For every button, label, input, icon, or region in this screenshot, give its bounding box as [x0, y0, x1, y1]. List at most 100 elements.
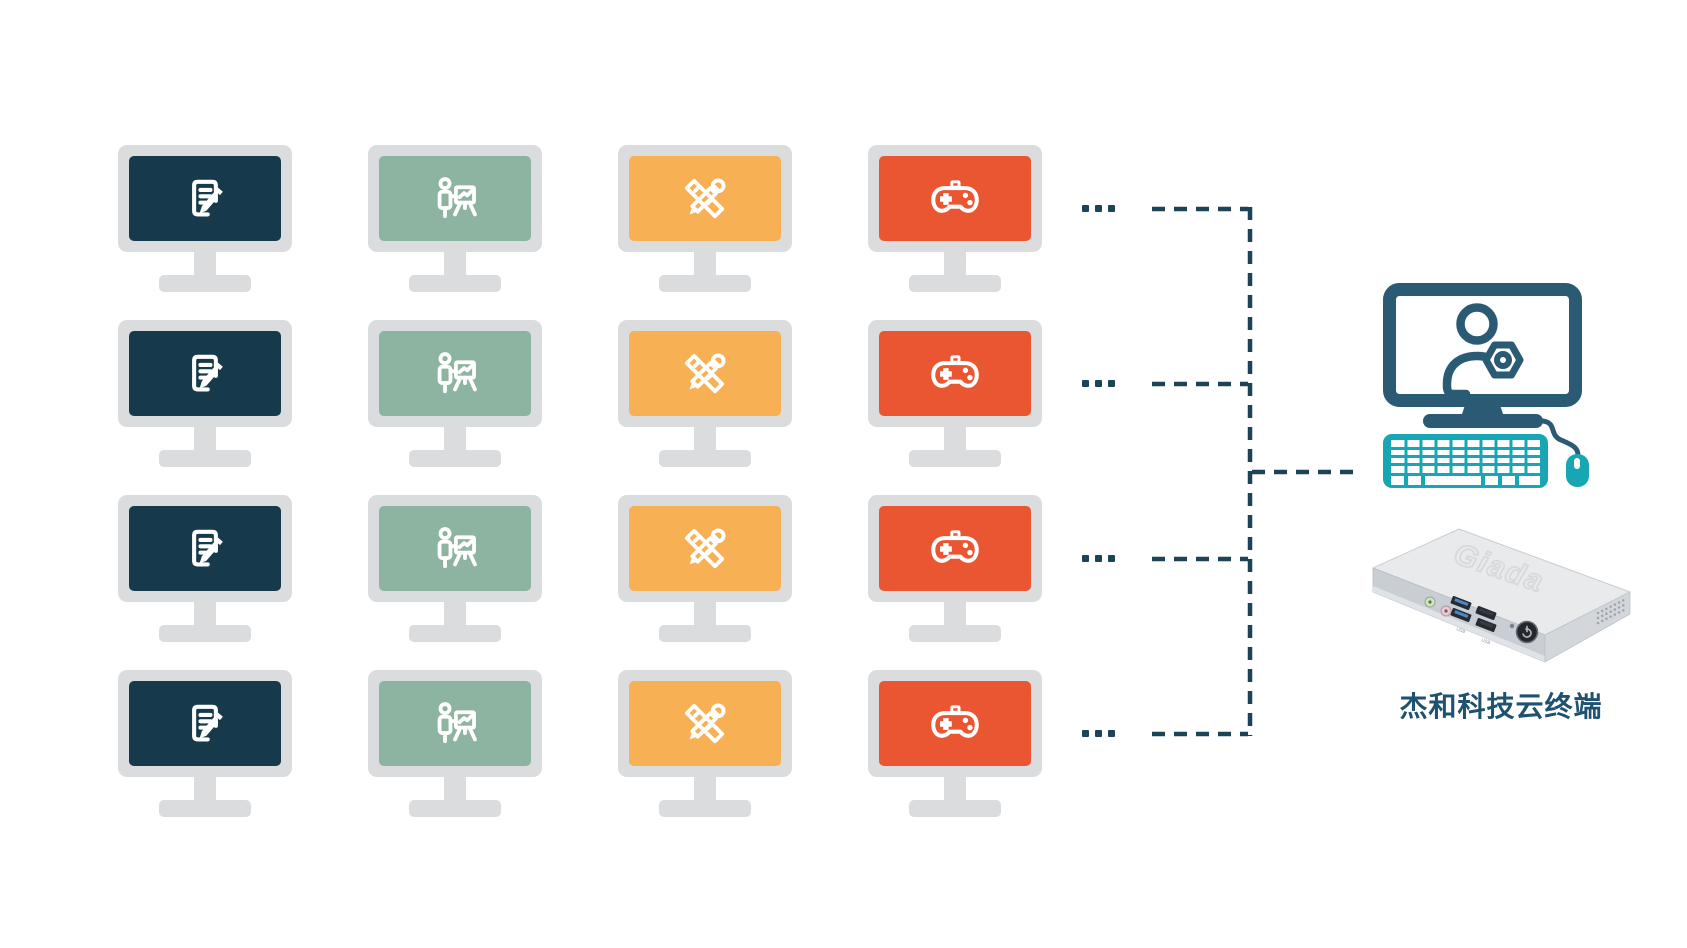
- monitor-stand-neck: [194, 251, 216, 278]
- document-edit-icon: [176, 170, 234, 228]
- monitor-stand-base: [159, 625, 251, 642]
- monitor-bezel: [118, 670, 292, 777]
- gamepad-icon: [926, 170, 984, 228]
- monitor-bezel: [118, 145, 292, 252]
- workstation-grid: [118, 145, 1048, 820]
- monitor-screen: [879, 331, 1031, 416]
- monitor-stand-base: [659, 275, 751, 292]
- design-workstation-monitor: [618, 145, 792, 292]
- computer-monitor-frame: [1383, 283, 1582, 407]
- gamepad-icon: [926, 345, 984, 403]
- monitor-bezel: [618, 495, 792, 602]
- monitor-stand-neck: [944, 601, 966, 628]
- gamepad-icon: [926, 520, 984, 578]
- monitor-screen: [629, 156, 781, 241]
- monitor-screen: [129, 681, 281, 766]
- monitor-screen: [629, 681, 781, 766]
- monitor-screen: [379, 506, 531, 591]
- computer-stand-neck: [1461, 402, 1504, 417]
- monitor-stand-base: [659, 800, 751, 817]
- row-ellipsis: [1082, 730, 1115, 737]
- usb-port: [1450, 595, 1472, 611]
- monitor-stand-base: [909, 450, 1001, 467]
- monitor-bezel: [118, 495, 292, 602]
- office-workstation-monitor: [118, 495, 292, 642]
- monitor-screen: [879, 156, 1031, 241]
- monitor-stand-neck: [194, 426, 216, 453]
- monitor-bezel: [868, 145, 1042, 252]
- monitor-bezel: [618, 670, 792, 777]
- monitor-stand-neck: [694, 776, 716, 803]
- monitor-bezel: [118, 320, 292, 427]
- row-ellipsis: [1082, 205, 1115, 212]
- computer-stand-base: [1423, 414, 1543, 428]
- presentation-workstation-monitor: [368, 495, 542, 642]
- monitor-screen: [129, 331, 281, 416]
- gaming-workstation-monitor: [868, 495, 1042, 642]
- terminal-label: 杰和科技云终端: [1399, 691, 1603, 722]
- presentation-workstation-monitor: [368, 320, 542, 467]
- mini-pc-front-face: [1372, 567, 1546, 663]
- monitor-stand-base: [659, 450, 751, 467]
- ruler-pencil-icon: [676, 345, 734, 403]
- presentation-workstation-monitor: [368, 145, 542, 292]
- monitor-bezel: [868, 495, 1042, 602]
- giada-embossed-logo: Giada: [1450, 537, 1549, 599]
- gaming-workstation-monitor: [868, 320, 1042, 467]
- computer-screen: [1398, 296, 1568, 394]
- headphone-jack: [1424, 596, 1436, 608]
- monitor-screen: [879, 681, 1031, 766]
- document-edit-icon: [176, 345, 234, 403]
- monitor-bezel: [868, 320, 1042, 427]
- usb-port: [1450, 607, 1472, 623]
- gaming-workstation-monitor: [868, 670, 1042, 817]
- monitor-stand-neck: [444, 776, 466, 803]
- monitor-stand-neck: [944, 776, 966, 803]
- monitor-screen: [379, 681, 531, 766]
- mini-pc-right-face: [1544, 591, 1631, 663]
- reset-hole: [1509, 623, 1515, 629]
- row-ellipsis: [1082, 555, 1115, 562]
- monitor-stand-base: [409, 450, 501, 467]
- monitor-stand-neck: [444, 426, 466, 453]
- mini-pc: Giada USB: [1372, 528, 1631, 663]
- document-edit-icon: [176, 520, 234, 578]
- monitor-screen: [129, 506, 281, 591]
- presenter-board-icon: [426, 345, 484, 403]
- monitor-stand-base: [909, 625, 1001, 642]
- monitor-stand-base: [409, 800, 501, 817]
- design-workstation-monitor: [618, 670, 792, 817]
- usb-port: [1475, 605, 1497, 621]
- monitor-stand-neck: [444, 601, 466, 628]
- monitor-stand-neck: [944, 251, 966, 278]
- monitor-screen: [629, 331, 781, 416]
- monitor-screen: [379, 156, 531, 241]
- office-workstation-monitor: [118, 320, 292, 467]
- monitor-stand-neck: [944, 426, 966, 453]
- monitor-stand-base: [409, 625, 501, 642]
- monitor-stand-base: [159, 800, 251, 817]
- ruler-pencil-icon: [676, 695, 734, 753]
- document-edit-icon: [176, 695, 234, 753]
- office-workstation-monitor: [118, 145, 292, 292]
- monitor-bezel: [368, 495, 542, 602]
- monitor-stand-neck: [694, 601, 716, 628]
- design-workstation-monitor: [618, 495, 792, 642]
- monitor-bezel: [618, 145, 792, 252]
- mini-pc-front-chamfer: [1373, 586, 1545, 662]
- monitor-stand-base: [409, 275, 501, 292]
- keyboard: [1383, 434, 1548, 488]
- presenter-board-icon: [426, 695, 484, 753]
- mic-jack: [1440, 605, 1452, 617]
- monitor-screen: [879, 506, 1031, 591]
- user-gear-icon: [1442, 303, 1524, 399]
- mini-pc-top-face: [1372, 528, 1631, 636]
- monitor-bezel: [368, 670, 542, 777]
- presenter-board-icon: [426, 520, 484, 578]
- mini-pc-ports: USB USB: [1424, 595, 1539, 645]
- row-ellipsis: [1082, 380, 1115, 387]
- monitor-stand-neck: [194, 601, 216, 628]
- monitor-stand-base: [159, 275, 251, 292]
- usb-port-label: USB: [1456, 626, 1466, 634]
- mouse-cable: [1540, 418, 1581, 458]
